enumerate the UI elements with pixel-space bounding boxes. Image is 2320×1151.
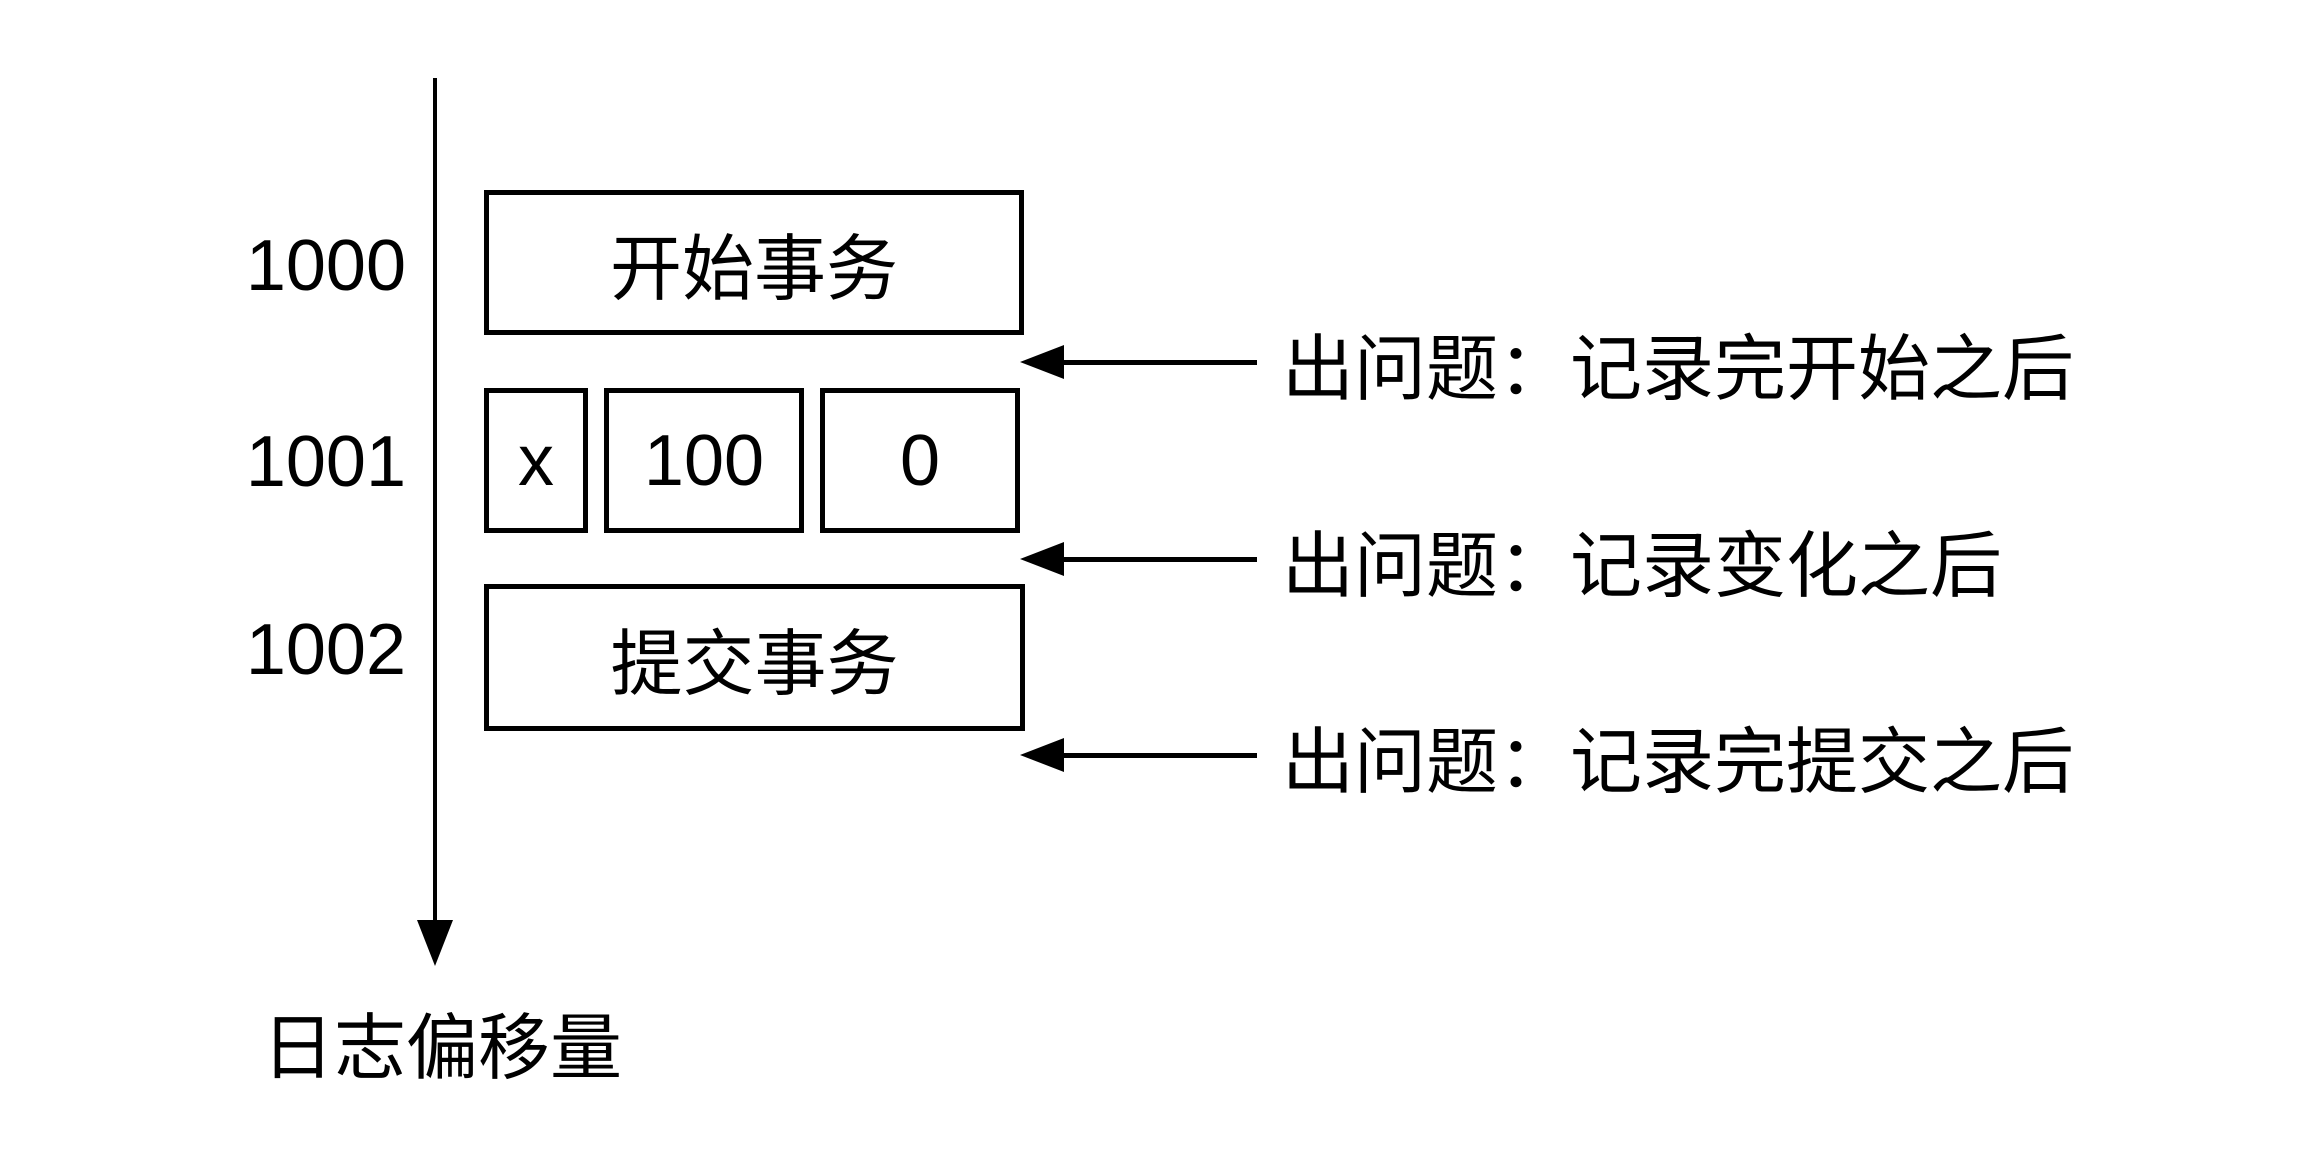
- arrow-shaft: [1064, 359, 1257, 365]
- record-cell-new-value-label: 0: [899, 420, 941, 501]
- arrow-shaft: [1064, 556, 1257, 562]
- record-cell-new-value: 0: [820, 388, 1020, 533]
- problem-arrow-after-commit: [1020, 737, 1257, 773]
- record-cell-key: x: [484, 388, 588, 533]
- arrow-shaft: [1064, 752, 1257, 758]
- axis-down-arrowhead-icon: [417, 920, 453, 966]
- record-cell-old-value-label: 100: [643, 420, 765, 501]
- record-cell-old-value: 100: [604, 388, 804, 533]
- annotation-after-change: 出问题：记录变化之后: [1282, 526, 2003, 607]
- left-arrowhead-icon: [1020, 345, 1064, 379]
- offset-label-1000: 1000: [245, 226, 406, 306]
- left-arrowhead-icon: [1020, 738, 1064, 772]
- offset-label-1002: 1002: [245, 610, 406, 690]
- offset-label-1001: 1001: [245, 422, 406, 502]
- problem-arrow-after-change: [1020, 541, 1257, 577]
- annotation-after-commit: 出问题：记录完提交之后: [1282, 722, 2075, 803]
- annotation-after-begin: 出问题：记录完开始之后: [1282, 329, 2075, 410]
- log-offset-axis-caption: 日志偏移量: [262, 1008, 623, 1089]
- record-cell-key-label: x: [518, 420, 554, 501]
- commit-transaction-label: 提交事务: [610, 625, 899, 705]
- begin-transaction-label: 开始事务: [609, 230, 898, 310]
- commit-transaction-box: 提交事务: [484, 584, 1025, 731]
- begin-transaction-box: 开始事务: [484, 190, 1024, 335]
- left-arrowhead-icon: [1020, 542, 1064, 576]
- log-offset-axis-line: [433, 78, 437, 920]
- problem-arrow-after-begin: [1020, 344, 1257, 380]
